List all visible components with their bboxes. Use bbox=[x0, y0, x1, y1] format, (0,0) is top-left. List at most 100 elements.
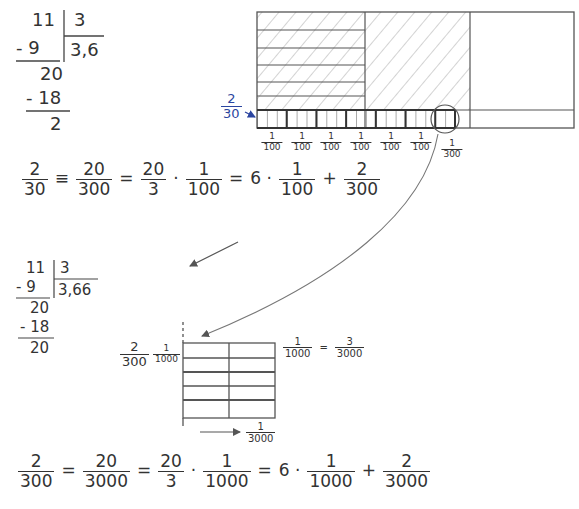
division-number: 11 bbox=[32, 9, 55, 30]
fraction: 1100 bbox=[320, 132, 341, 153]
fraction-numerator: 1 bbox=[283, 336, 312, 347]
fraction-numerator: 1 bbox=[307, 452, 354, 471]
fraction-denominator: 3000 bbox=[335, 347, 364, 359]
label-holder: 11 bbox=[32, 10, 55, 31]
division-number: 3,6 bbox=[70, 39, 99, 60]
fraction-denominator: 100 bbox=[279, 179, 315, 199]
label-holder: - 9 bbox=[16, 279, 36, 296]
equation: 230≡20300=203·1100=6 ·1100+2300 bbox=[22, 160, 380, 198]
label-holder: 230 bbox=[221, 92, 242, 122]
division-number: 3,66 bbox=[58, 281, 91, 299]
fraction-denominator: 3 bbox=[158, 471, 184, 491]
label-holder: 3,6 bbox=[70, 40, 99, 61]
fraction-denominator: 100 bbox=[410, 142, 431, 153]
label-holder: 11 bbox=[26, 260, 45, 277]
grid-lines bbox=[257, 12, 574, 128]
fraction-numerator: 1 bbox=[153, 344, 180, 354]
label-holder: 1100 bbox=[350, 131, 371, 153]
label-holder: 1100 bbox=[380, 131, 401, 153]
fraction: 203000 bbox=[83, 452, 130, 490]
fraction: 1100 bbox=[350, 132, 371, 153]
fraction-denominator: 1000 bbox=[283, 347, 312, 359]
label-holder: 3 bbox=[60, 260, 70, 277]
label-holder: - 18 bbox=[26, 88, 61, 109]
division-number: 2 bbox=[50, 113, 61, 134]
fraction: 2300 bbox=[18, 452, 54, 490]
fraction: 11000 bbox=[307, 452, 354, 490]
division-number: 3 bbox=[60, 259, 70, 277]
fraction-denominator: 30 bbox=[22, 179, 48, 199]
label-holder: 13000 bbox=[246, 421, 275, 444]
label-holder: 20 bbox=[30, 300, 49, 317]
fraction-numerator: 1 bbox=[380, 132, 401, 142]
fraction: 1100 bbox=[261, 132, 282, 153]
fraction-denominator: 3000 bbox=[83, 471, 130, 491]
fraction-denominator: 300 bbox=[76, 179, 112, 199]
fraction: 230 bbox=[221, 92, 242, 122]
fraction-numerator: 20 bbox=[76, 160, 112, 179]
math-symbol: ≡ bbox=[55, 169, 69, 189]
small-grid bbox=[183, 322, 275, 426]
grid-outline bbox=[257, 12, 574, 128]
label-holder: 2 bbox=[50, 114, 61, 135]
division-lines bbox=[16, 260, 98, 338]
fraction-denominator: 30 bbox=[221, 106, 242, 121]
fraction-numerator: 1 bbox=[350, 132, 371, 142]
fraction-denominator: 1000 bbox=[203, 471, 250, 491]
fraction-denominator: 3000 bbox=[246, 432, 275, 444]
fraction-denominator: 100 bbox=[320, 142, 341, 153]
label-holder: 2300=203000=203·11000=6 ·11000+23000 bbox=[18, 452, 430, 490]
fraction-denominator: 100 bbox=[380, 142, 401, 153]
division-number: 3 bbox=[74, 9, 85, 30]
fraction-numerator: 3 bbox=[335, 336, 364, 347]
fraction-denominator: 100 bbox=[291, 142, 312, 153]
label-holder: 1100 bbox=[291, 131, 312, 153]
division-number: 20 bbox=[30, 339, 49, 357]
fraction-numerator: 1 bbox=[291, 132, 312, 142]
label-holder: 20 bbox=[40, 64, 63, 85]
fraction: 1300 bbox=[441, 139, 462, 160]
math-symbol: 6 · bbox=[250, 169, 272, 189]
division-number: 20 bbox=[30, 299, 49, 317]
math-symbol: · bbox=[191, 461, 196, 481]
fraction: 23000 bbox=[383, 452, 430, 490]
fraction-numerator: 2 bbox=[18, 452, 54, 471]
fraction: 1100 bbox=[291, 132, 312, 153]
fraction-numerator: 1 bbox=[441, 139, 462, 149]
fraction: 11000 bbox=[153, 344, 180, 365]
fraction: 2300 bbox=[120, 340, 149, 370]
math-symbol: = bbox=[61, 461, 75, 481]
math-symbol: = bbox=[137, 461, 151, 481]
fraction: 20300 bbox=[76, 160, 112, 198]
division-number: - 9 bbox=[16, 37, 40, 58]
fraction-denominator: 100 bbox=[186, 179, 222, 199]
fraction-denominator: 1000 bbox=[153, 354, 180, 365]
division-number: 20 bbox=[40, 63, 63, 84]
fraction-numerator: 1 bbox=[410, 132, 431, 142]
math-symbol: = bbox=[119, 169, 133, 189]
fraction: 1100 bbox=[279, 160, 315, 198]
math-symbol: + bbox=[362, 461, 376, 481]
label-holder: 1100 bbox=[261, 131, 282, 153]
label-holder: 1100 bbox=[320, 131, 341, 153]
label-holder: 230≡20300=203·1100=6 ·1100+2300 bbox=[22, 160, 380, 198]
pointer-arrow bbox=[245, 112, 255, 117]
fraction: 33000 bbox=[335, 336, 364, 359]
highlight-circle bbox=[431, 105, 459, 133]
fraction-numerator: 2 bbox=[383, 452, 430, 471]
fraction-numerator: 20 bbox=[141, 160, 167, 179]
fraction: 1100 bbox=[380, 132, 401, 153]
label-holder: 1300 bbox=[441, 138, 462, 160]
fraction: 1100 bbox=[186, 160, 222, 198]
fraction: 230 bbox=[22, 160, 48, 198]
division-number: - 18 bbox=[20, 318, 49, 336]
math-symbol: + bbox=[322, 169, 336, 189]
fraction-numerator: 20 bbox=[83, 452, 130, 471]
label-holder: 2300 bbox=[120, 340, 149, 370]
fraction-denominator: 300 bbox=[120, 354, 149, 369]
division-number: - 18 bbox=[26, 87, 61, 108]
fraction: 1100 bbox=[410, 132, 431, 153]
label-holder: - 18 bbox=[20, 319, 49, 336]
